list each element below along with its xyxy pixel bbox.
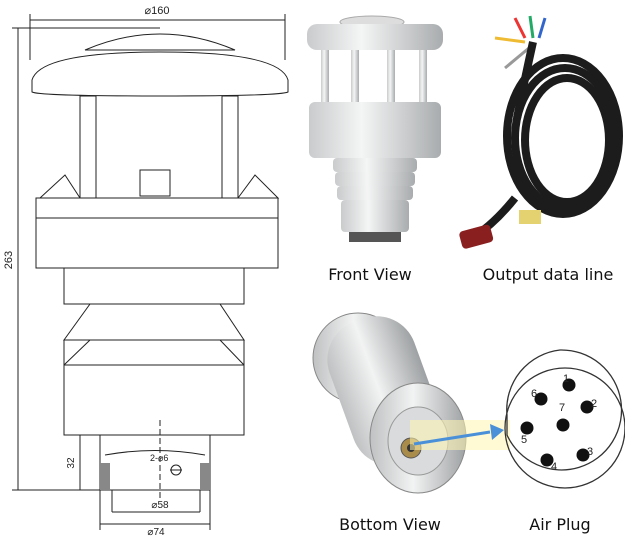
dim-inner-label: ⌀58 xyxy=(151,500,169,511)
plug-pin-label: 4 xyxy=(551,461,557,473)
plug-pin xyxy=(556,418,570,432)
dim-bottom-height-label: 32 xyxy=(66,457,77,469)
plug-pin-label: 5 xyxy=(521,434,527,446)
plug-pin-label: 1 xyxy=(563,373,569,385)
technical-drawing: ⌀160 263 32 ⌀58 ⌀74 2-⌀6 xyxy=(3,5,289,538)
plug-pin xyxy=(534,392,548,406)
dim-height-label: 263 xyxy=(3,251,15,269)
dim-top-label: ⌀160 xyxy=(145,5,170,17)
plug-pin-label: 7 xyxy=(559,402,565,414)
bottom-view-image xyxy=(312,312,467,494)
plug-pin xyxy=(562,378,576,392)
pointer-arrow xyxy=(410,420,510,450)
hatch-right xyxy=(200,463,210,490)
air-plug-caption: Air Plug xyxy=(529,515,591,534)
plug-pin xyxy=(576,448,590,462)
plug-pin-label: 3 xyxy=(587,446,593,458)
front-view-image xyxy=(307,15,443,242)
bottom-view-caption: Bottom View xyxy=(339,515,441,534)
front-view-caption: Front View xyxy=(328,265,412,284)
output-line-caption: Output data line xyxy=(482,265,614,284)
plug-pin-label: 6 xyxy=(531,388,537,400)
output-line-image xyxy=(459,15,623,249)
plug-pin xyxy=(580,400,594,414)
dim-outer-label: ⌀74 xyxy=(147,527,165,538)
plug-pin xyxy=(540,453,554,467)
plug-pin-label: 2 xyxy=(591,398,597,410)
hatch-left xyxy=(100,463,110,490)
plug-pin xyxy=(520,421,534,435)
dim-hole-label: 2-⌀6 xyxy=(150,453,168,463)
air-plug-diagram: 1 2 3 4 5 6 7 xyxy=(504,349,625,489)
